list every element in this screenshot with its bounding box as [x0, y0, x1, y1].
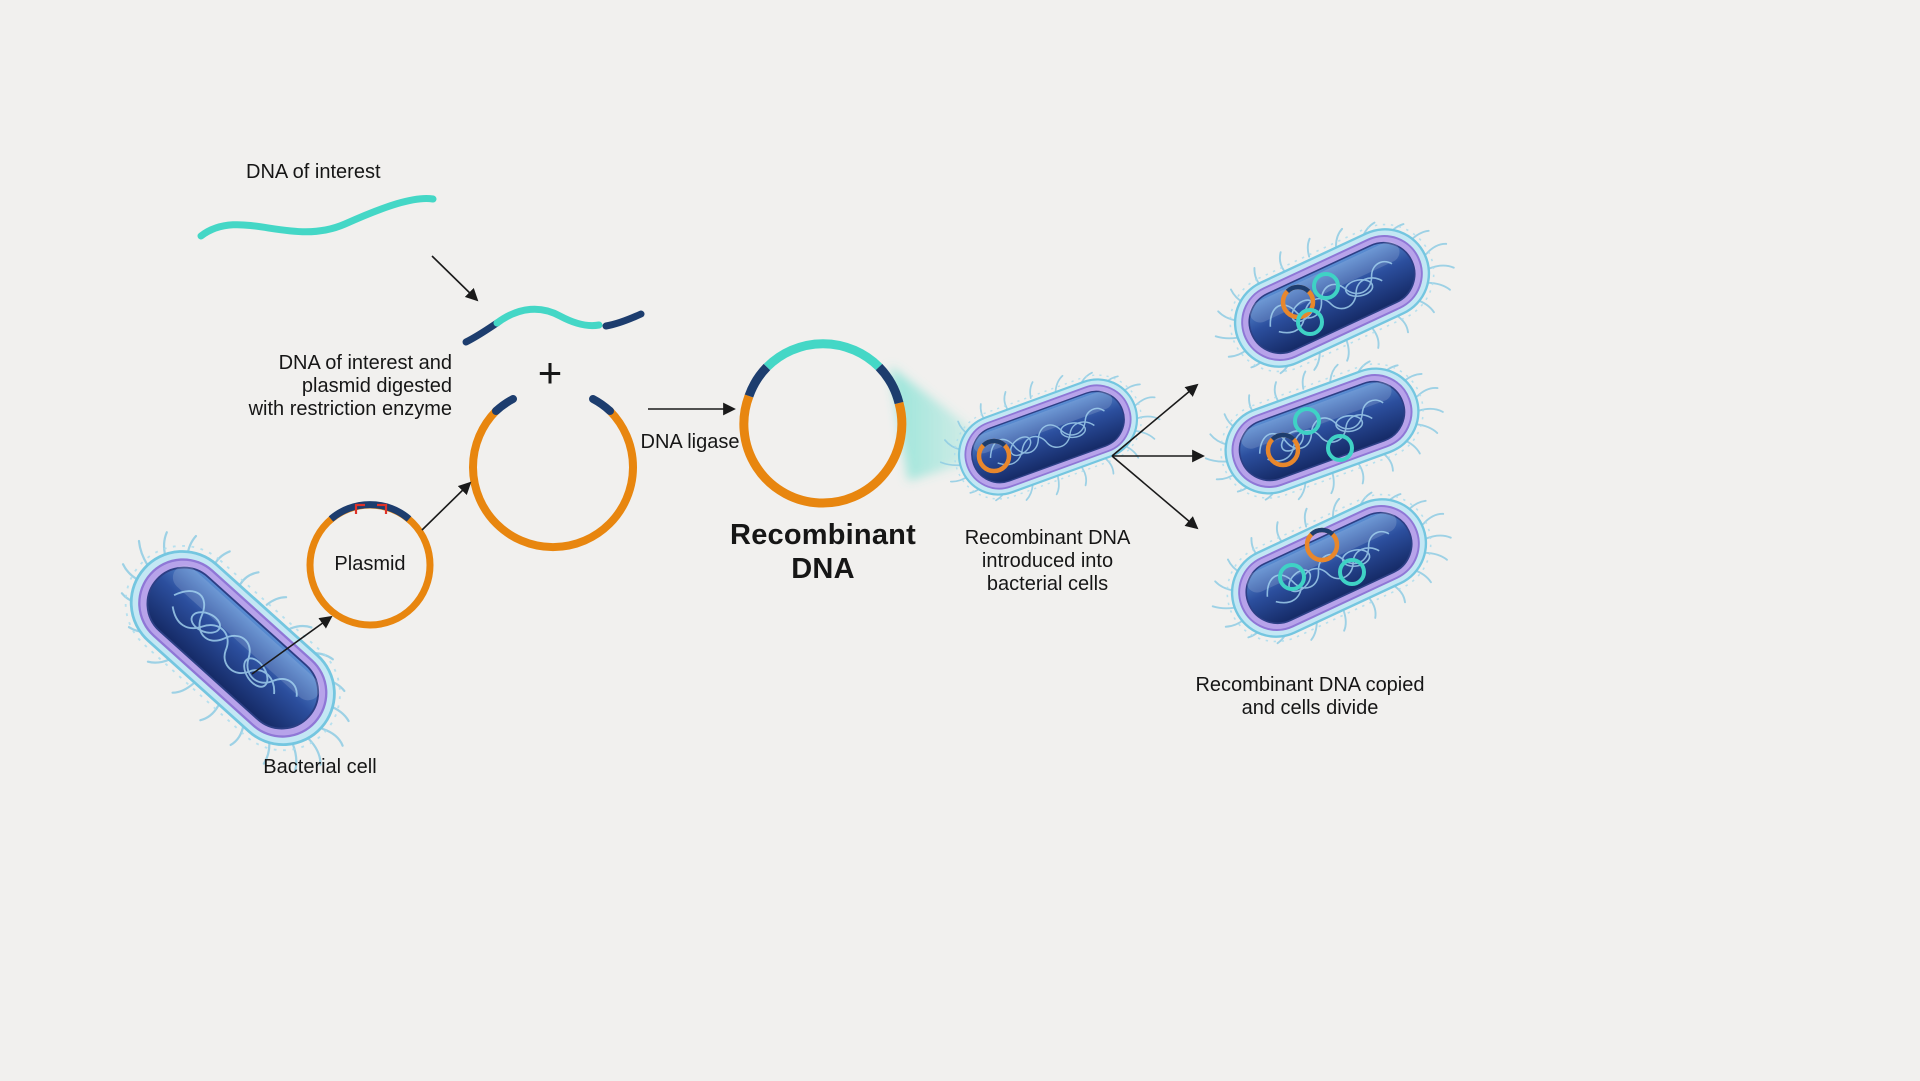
cut-plasmid — [469, 395, 637, 552]
label-copied: Recombinant DNA copied and cells divide — [1180, 674, 1440, 720]
label-recombinant-line2: DNA — [791, 553, 855, 585]
divided-bacterium-bottom — [1190, 456, 1473, 680]
arrow-dna-to-fragment — [431, 255, 479, 302]
label-introduced: Recombinant DNA introduced into bacteria… — [945, 527, 1150, 596]
label-introduced-line3: bacterial cells — [986, 573, 1109, 595]
label-digested-line3: with restriction enzyme — [248, 398, 452, 420]
label-plasmid: Plasmid — [334, 553, 406, 575]
arrow-plasmid-to-cut — [421, 481, 472, 531]
recombinant-dna-circle — [739, 339, 907, 508]
plus-sign: + — [537, 349, 563, 396]
arrow-divide-bottom — [1111, 455, 1199, 530]
label-introduced-line1: Recombinant DNA — [964, 527, 1131, 549]
label-dna-of-interest: DNA of interest — [246, 161, 381, 183]
label-digested: DNA of interest and plasmid digested wit… — [237, 352, 452, 421]
label-copied-line2: and cells divide — [1241, 697, 1379, 719]
flow-arrows — [251, 255, 1205, 675]
label-recombinant-dna: Recombinant DNA — [712, 518, 934, 586]
dna-of-interest-strand — [197, 194, 437, 240]
label-recombinant-line1: Recombinant — [730, 519, 916, 551]
label-dna-ligase: DNA ligase — [640, 431, 740, 453]
plasmid-circle — [306, 501, 434, 629]
label-introduced-line2: introduced into — [981, 550, 1114, 572]
divided-bacterium-middle — [1188, 329, 1461, 533]
label-bacterial-cell: Bacterial cell — [263, 756, 377, 778]
label-copied-line1: Recombinant DNA copied — [1195, 674, 1425, 696]
restriction-site-marks — [354, 503, 388, 514]
transformed-bacterium-illustration — [924, 343, 1176, 531]
arrow-divide-top — [1111, 383, 1199, 457]
label-digested-line1: DNA of interest and — [278, 352, 452, 374]
digested-dna-fragment — [462, 305, 645, 346]
label-digested-line2: plasmid digested — [301, 375, 452, 397]
arrow-cell-to-plasmid — [251, 615, 333, 675]
